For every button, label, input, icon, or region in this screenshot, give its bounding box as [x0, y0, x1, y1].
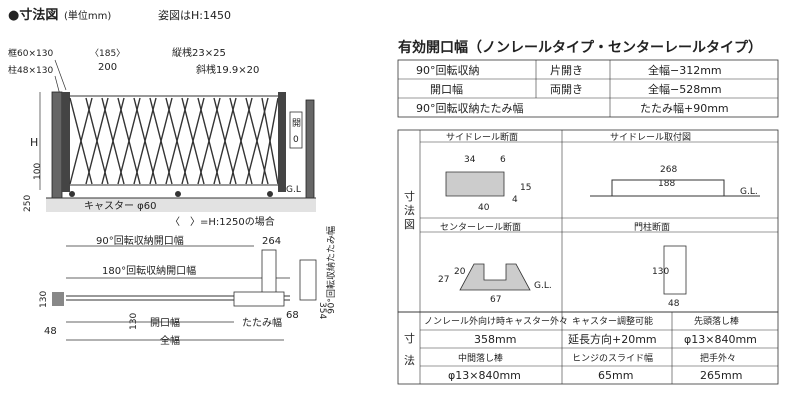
d48: 48: [668, 299, 680, 309]
d20: 20: [454, 267, 466, 277]
d15: 15: [520, 183, 531, 193]
ground: [46, 198, 316, 212]
side-rail-mount-label: サイドレール取付図: [610, 132, 691, 143]
top-dim: 200: [98, 62, 117, 73]
plan-drawing: 90°回転収納開口幅 264 180°回転収納開口幅 90°回転収納たたみ幅 3…: [39, 226, 337, 347]
open-width-label: 開口幅: [150, 316, 180, 329]
table-r2-c2: 両開き: [550, 83, 583, 96]
rot90-open-label: 90°回転収納開口幅: [96, 234, 184, 247]
open-label: 開: [292, 118, 301, 129]
total-width-label: 全幅: [160, 334, 180, 347]
spec-v4: φ13×840mm: [448, 369, 521, 382]
pillar: [51, 91, 63, 201]
top-dim-paren: 〈185〉: [90, 48, 125, 59]
spec-v5: 65mm: [598, 369, 633, 382]
spec-h2: キャスター調整可能: [572, 315, 653, 327]
d4: 4: [512, 195, 518, 205]
diagonal-bar-label: 斜桟19.9×20: [196, 63, 259, 76]
right-panel: 有効開口幅（ノンレールタイプ・センターレールタイプ） 90°回転収納 片開き 全…: [397, 39, 779, 385]
dim-100: 100: [33, 163, 43, 180]
casters: [69, 191, 273, 197]
dim-264: 264: [262, 236, 281, 247]
elevation-drawing: ●寸法図 (単位mm) 姿図はH:1450 框60×130 柱48×130 〈1…: [8, 7, 316, 228]
table-r2-c3: 全幅−528mm: [648, 82, 722, 96]
center-rail-section-label: センターレール断面: [440, 221, 521, 233]
gl-label: G.L: [286, 185, 301, 195]
d188: 188: [658, 179, 675, 189]
rot180-open-label: 180°回転収納開口幅: [102, 264, 196, 277]
gate-frame: [62, 92, 70, 192]
spec-h4: 中間落し棒: [458, 352, 503, 364]
dim-250: 250: [23, 195, 33, 212]
d130: 130: [652, 267, 669, 277]
spec-v2: 延長方向+20mm: [568, 332, 657, 346]
section-title: ●寸法図: [8, 7, 58, 23]
caster-label: キャスター φ60: [84, 200, 157, 212]
table-r1-c2: 片開き: [550, 64, 583, 77]
handle: [289, 111, 303, 149]
spec-h3: 先頭落し棒: [694, 315, 739, 327]
d27: 27: [438, 275, 449, 285]
h-label: H: [30, 136, 38, 149]
table-r3-c1: 90°回転収納たたみ幅: [416, 102, 524, 115]
pillar-section-label: 門柱断面: [634, 221, 670, 233]
handle-icon: 0: [293, 135, 299, 145]
table-r1-c1: 90°回転収納: [416, 64, 480, 77]
spec-v3: φ13×840mm: [684, 333, 757, 346]
side-rail-section-label: サイドレール断面: [446, 131, 518, 143]
gl-center: G.L.: [534, 281, 552, 291]
dim-130b: 130: [129, 313, 139, 330]
dims-side: 寸法: [404, 331, 415, 367]
vertical-bar-label: 縦桟23×25: [172, 46, 226, 59]
spec-h5: ヒンジのスライド幅: [572, 352, 653, 364]
spec-v6: 265mm: [700, 369, 742, 382]
gate-frame-end: [278, 92, 286, 192]
d268: 268: [660, 165, 677, 175]
lattice: [69, 97, 279, 185]
gl-right: G.L.: [740, 187, 758, 197]
d67: 67: [490, 295, 501, 305]
figure-note: 姿図はH:1450: [158, 9, 231, 22]
unit-note: (単位mm): [64, 9, 111, 22]
dim-68: 68: [286, 310, 299, 321]
d34: 34: [464, 155, 476, 165]
d40: 40: [478, 203, 490, 213]
table-r2-c1: 開口幅: [430, 83, 463, 96]
frame-label: 框60×130: [8, 47, 53, 59]
spec-h1: ノンレール外向け時キャスター外々: [424, 315, 568, 327]
dim-48: 48: [44, 326, 57, 337]
fold-width-label: たたみ幅: [242, 316, 282, 329]
dim-354: 354: [317, 302, 327, 319]
table-r3-c3: たたみ幅+90mm: [640, 102, 729, 115]
side-label: 寸法図: [404, 189, 415, 231]
d6: 6: [500, 155, 506, 165]
paren-note: 〈 〉=H:1250の場合: [170, 215, 275, 228]
rot90-fold-label: 90°回転収納たたみ幅: [325, 226, 337, 314]
spec-h6: 把手外々: [700, 352, 736, 364]
pillar-label: 柱48×130: [8, 64, 53, 76]
spec-v1: 358mm: [474, 333, 516, 346]
right-title: 有効開口幅（ノンレールタイプ・センターレールタイプ）: [398, 39, 762, 56]
table-r1-c3: 全幅−312mm: [648, 63, 722, 77]
dim-130a: 130: [39, 291, 49, 308]
